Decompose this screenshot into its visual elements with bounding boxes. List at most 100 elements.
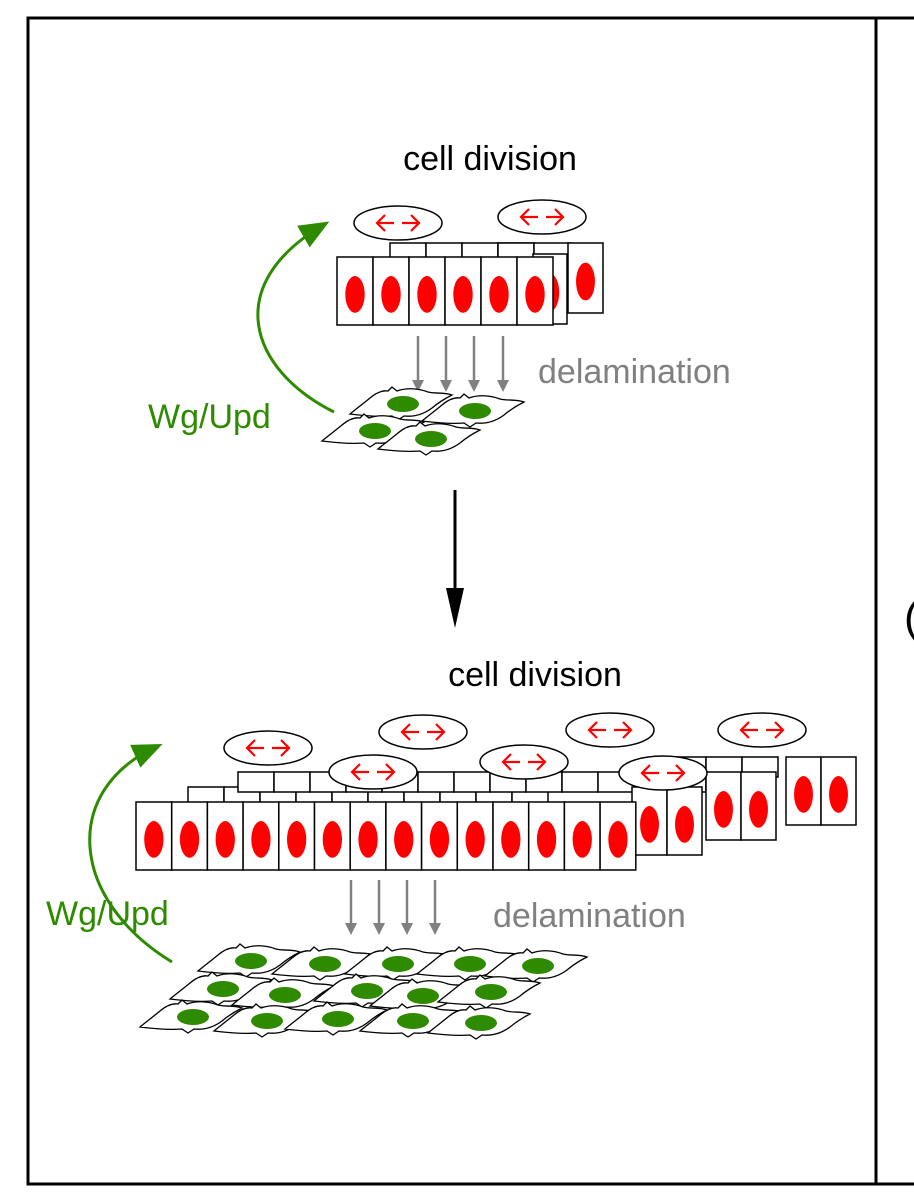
dividing-cell-spindle: [618, 755, 708, 791]
bottom-epithelium: [135, 756, 857, 871]
epithelial-cell: [385, 801, 423, 871]
bottom-delamination-arrows: [345, 880, 441, 935]
delaminated-cell: [138, 999, 244, 1034]
cell-nucleus: [287, 821, 307, 858]
bottom-signal-arrow: [88, 743, 173, 964]
epithelial-cell: [456, 801, 494, 871]
delamination-arrow: [373, 880, 385, 935]
epithelial-cell: [135, 801, 173, 871]
cell-nucleus: [501, 821, 521, 858]
delamination-arrow: [401, 880, 413, 935]
epithelial-cell: [785, 756, 822, 826]
delaminated-cell-nucleus: [235, 953, 267, 969]
cell-nucleus: [251, 821, 271, 858]
delaminated-cell: [348, 386, 454, 421]
delaminated-cell-nucleus: [177, 1009, 209, 1025]
delaminated-cell-nucleus: [207, 981, 239, 997]
epithelial-cell: [237, 771, 275, 793]
dividing-cell-spindle: [353, 205, 443, 241]
dividing-cell-spindle: [717, 712, 807, 748]
delaminated-cell: [283, 1001, 389, 1036]
bottom-delaminated-cells: [138, 943, 589, 1040]
cell-nucleus: [215, 821, 235, 858]
epithelial-cell: [567, 242, 604, 314]
top-signal-label: Wg/Upd: [148, 398, 271, 436]
delaminated-cell: [230, 977, 336, 1012]
delaminated-cell-nucleus: [351, 983, 383, 999]
epithelial-cell: [420, 801, 459, 871]
epithelial-cell: [561, 771, 599, 793]
delaminated-cell: [483, 948, 589, 983]
delaminated-cell-nucleus: [407, 988, 439, 1004]
epithelial-cell: [170, 801, 209, 871]
delaminated-cell-nucleus: [397, 1013, 429, 1029]
cell-nucleus: [675, 806, 694, 843]
epithelial-cell: [705, 771, 742, 841]
cell-nucleus: [322, 821, 342, 858]
delaminated-cell: [420, 393, 526, 428]
delaminated-cell: [436, 974, 542, 1009]
delaminated-cell-nucleus: [465, 1015, 497, 1031]
cell-nucleus: [345, 276, 365, 313]
cell-nucleus: [429, 821, 450, 858]
delaminated-cell: [358, 1003, 464, 1038]
delaminated-cell: [196, 943, 302, 978]
delaminated-cell-nucleus: [459, 403, 491, 419]
bottom-cell-division-label: cell division: [448, 656, 622, 694]
cell-nucleus: [525, 276, 545, 313]
epithelial-cell: [372, 256, 410, 326]
cell-nucleus: [453, 276, 473, 313]
delaminated-cell-nucleus: [475, 984, 507, 1000]
cell-nucleus: [608, 821, 628, 858]
cell-nucleus: [714, 791, 733, 828]
delaminated-cell: [212, 1003, 318, 1038]
delaminated-cell-nucleus: [415, 431, 447, 447]
dividing-cell-spindle: [328, 754, 418, 790]
top-spindles: [353, 199, 587, 241]
cell-nucleus: [489, 276, 509, 313]
dividing-cell-spindle: [479, 744, 569, 780]
bottom-signal-label: Wg/Upd: [46, 895, 169, 933]
delaminated-cell: [415, 946, 521, 981]
delamination-arrow: [497, 336, 509, 392]
delaminated-cell: [320, 413, 426, 448]
epithelial-cell: [453, 771, 491, 793]
cell-nucleus: [381, 276, 401, 313]
bottom-delamination-label: delamination: [493, 897, 686, 935]
cell-nucleus: [536, 821, 557, 858]
delaminated-cell-nucleus: [322, 1011, 354, 1027]
delaminated-cell-nucleus: [359, 423, 391, 439]
delamination-arrow: [412, 336, 424, 392]
epithelial-cell: [336, 256, 374, 326]
right-panel-edge-glyph: (: [904, 593, 914, 642]
top-epithelium: [336, 242, 604, 326]
cell-nucleus: [417, 276, 437, 313]
delaminated-cell-nucleus: [387, 396, 419, 412]
epithelial-cell: [563, 801, 601, 871]
delaminated-cell: [426, 1005, 532, 1040]
cell-nucleus: [394, 821, 414, 858]
top-delamination-arrows: [412, 336, 509, 392]
delaminated-cell-nucleus: [382, 956, 414, 972]
delaminated-cell: [312, 973, 418, 1008]
cell-nucleus: [749, 791, 768, 828]
epithelial-cell: [666, 786, 703, 856]
delamination-arrow: [429, 880, 441, 935]
dividing-cell-spindle: [378, 714, 468, 750]
top-delaminated-cells: [320, 386, 526, 456]
epithelial-cell: [313, 801, 351, 871]
epithelial-cell: [273, 771, 311, 793]
top-delamination-label: delamination: [538, 353, 731, 391]
delaminated-cell-nucleus: [251, 1013, 283, 1029]
cell-nucleus: [465, 821, 485, 858]
cell-nucleus: [794, 776, 813, 813]
delamination-arrow: [468, 336, 480, 392]
epithelial-cell: [820, 756, 857, 826]
bottom-spindles: [223, 712, 807, 791]
epithelial-cell: [631, 786, 668, 856]
cell-nucleus: [572, 821, 592, 858]
delamination-arrow: [345, 880, 357, 935]
epithelial-cell: [516, 256, 554, 326]
stage-progression-arrow: [446, 490, 464, 628]
delaminated-cell: [270, 946, 376, 981]
